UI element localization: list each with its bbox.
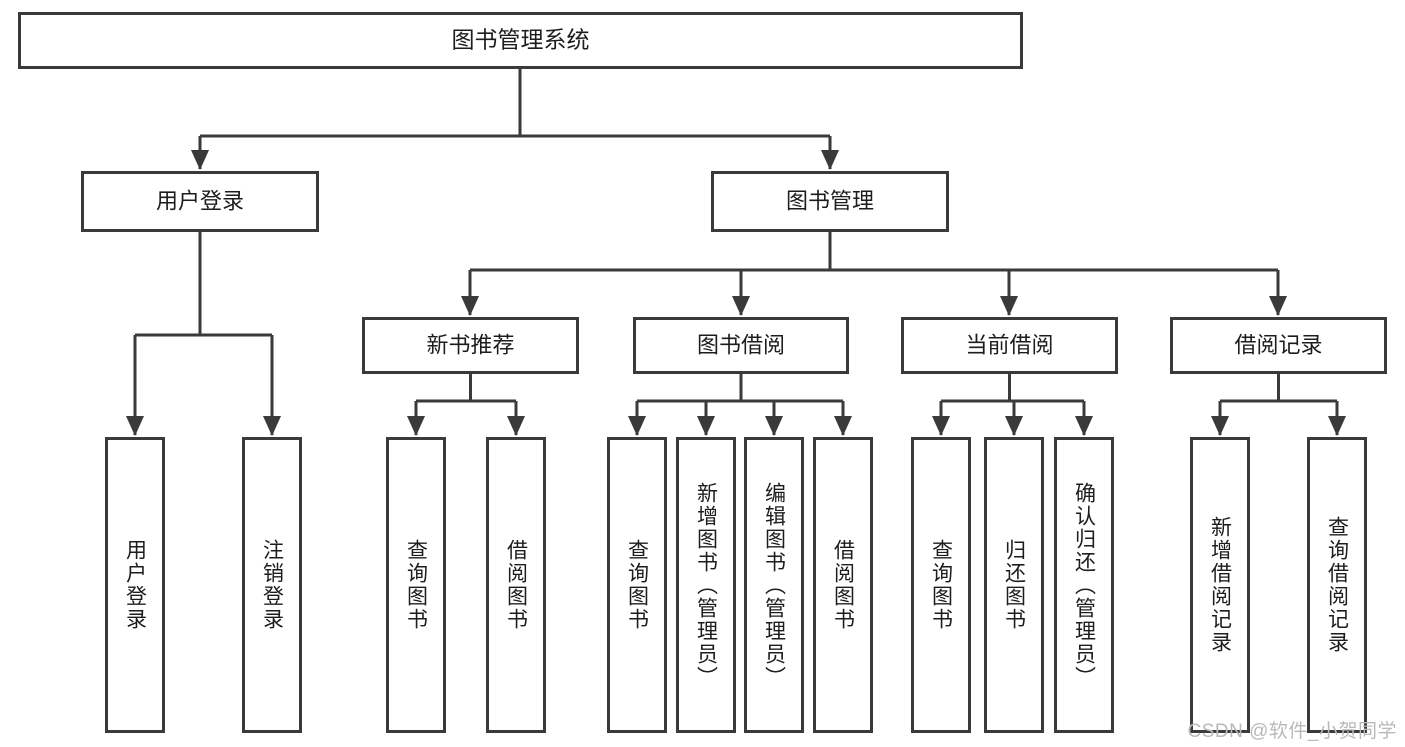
node-leaf-logout[interactable]: [242, 437, 302, 733]
arrow-head-icon: [191, 150, 209, 170]
node-leaf-confirm-return[interactable]: [1054, 437, 1114, 733]
node-root-label: 图书管理系统: [452, 27, 590, 53]
node-leaf-edit-book[interactable]: [744, 437, 804, 733]
node-leaf-query-book-borrow[interactable]: [607, 437, 667, 733]
node-book-borrow-label: 图书借阅: [697, 332, 785, 357]
arrow-head-icon: [1211, 416, 1229, 436]
arrow-head-icon: [1075, 416, 1093, 436]
node-user-login-label: 用户登录: [156, 188, 244, 213]
arrow-head-icon: [628, 416, 646, 436]
node-current-borrow-label: 当前借阅: [965, 332, 1053, 357]
arrow-head-icon: [732, 296, 750, 316]
node-root[interactable]: [18, 12, 1023, 69]
node-user-login[interactable]: [81, 171, 319, 232]
arrow-head-icon: [461, 296, 479, 316]
arrow-head-icon: [1000, 296, 1018, 316]
arrow-head-icon: [263, 416, 281, 436]
arrow-head-icon: [1269, 296, 1287, 316]
node-new-book-recommend[interactable]: [362, 317, 579, 374]
arrow-head-icon: [1328, 416, 1346, 436]
node-leaf-user-login[interactable]: [105, 437, 165, 733]
node-leaf-return-book[interactable]: [984, 437, 1044, 733]
node-current-borrow[interactable]: [901, 317, 1118, 374]
arrow-head-icon: [1005, 416, 1023, 436]
node-leaf-add-book[interactable]: [676, 437, 736, 733]
arrow-head-icon: [126, 416, 144, 436]
arrow-head-icon: [507, 416, 525, 436]
node-leaf-query-book-recommend[interactable]: [386, 437, 446, 733]
arrow-head-icon: [697, 416, 715, 436]
connector-layer: [126, 69, 1346, 436]
node-box-layer: [18, 12, 1387, 733]
node-leaf-borrow-book-recommend[interactable]: [486, 437, 546, 733]
arrow-head-icon: [407, 416, 425, 436]
arrow-head-icon: [932, 416, 950, 436]
node-borrow-records[interactable]: [1170, 317, 1387, 374]
arrow-head-icon: [821, 150, 839, 170]
watermark-text: CSDN @软件_小贺同学: [1187, 721, 1397, 742]
arrow-head-icon: [834, 416, 852, 436]
node-leaf-borrow-book[interactable]: [813, 437, 873, 733]
node-borrow-records-label: 借阅记录: [1234, 332, 1322, 357]
node-leaf-query-borrow-record[interactable]: [1307, 437, 1367, 733]
arrow-head-icon: [765, 416, 783, 436]
node-book-borrow[interactable]: [633, 317, 849, 374]
node-leaf-add-borrow-record[interactable]: [1190, 437, 1250, 733]
node-book-management-label: 图书管理: [786, 188, 874, 213]
node-book-management[interactable]: [711, 171, 949, 232]
node-new-book-recommend-label: 新书推荐: [426, 332, 514, 357]
node-leaf-query-book-current[interactable]: [911, 437, 971, 733]
